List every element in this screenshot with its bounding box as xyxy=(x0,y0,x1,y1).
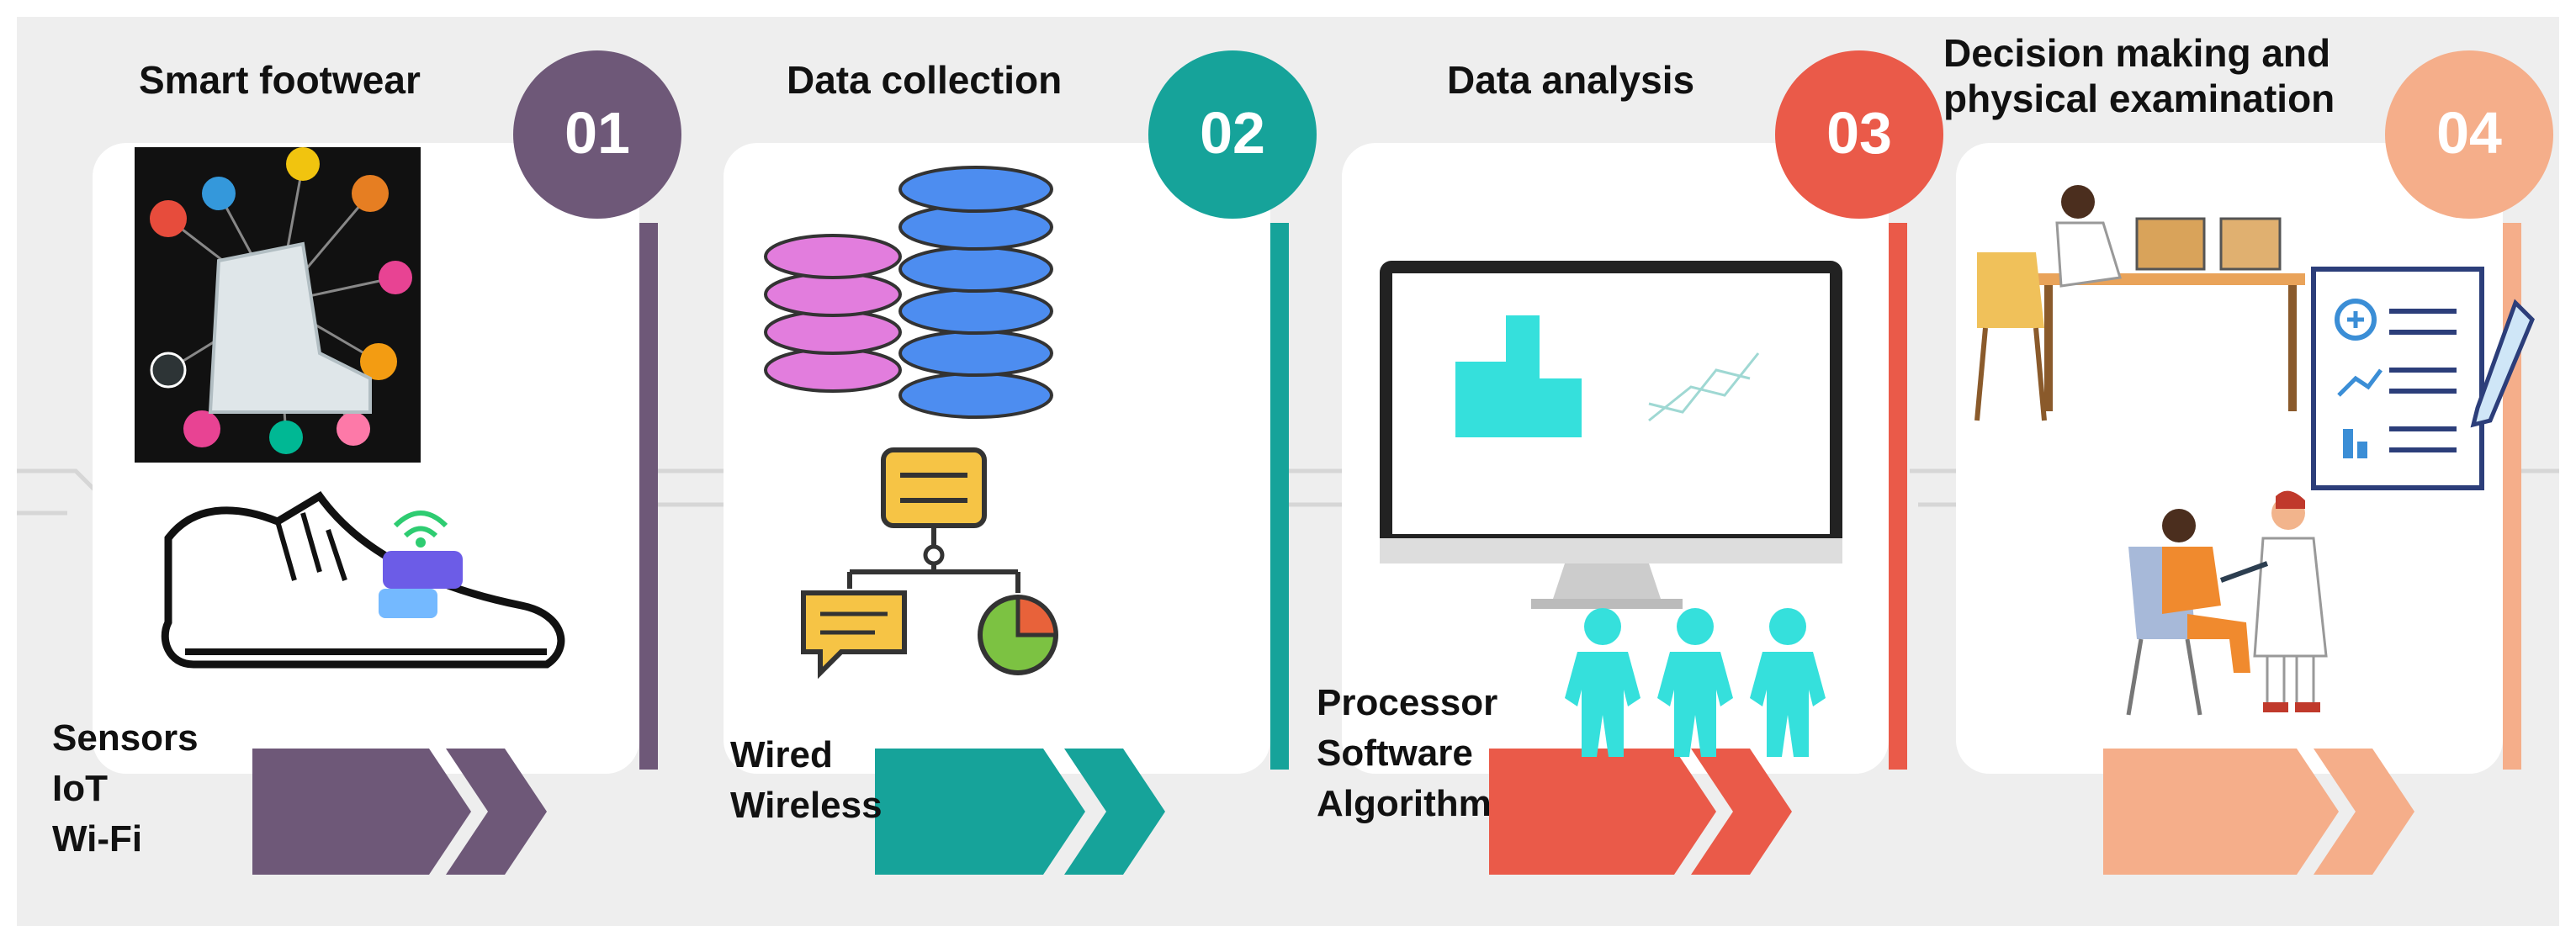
step-4-chevron-1 xyxy=(2103,749,2339,875)
step-3-side-bar xyxy=(1889,223,1907,770)
step-4-title-line-1: Decision making and xyxy=(1943,31,2331,75)
step-2-label-1: Wired xyxy=(730,734,833,775)
step-3-label-1: Processor xyxy=(1317,682,1498,723)
step-3-number-circle xyxy=(1775,50,1943,219)
step-3-label-3: Algorithm xyxy=(1317,783,1492,824)
step-1-label-2: IoT xyxy=(52,768,108,809)
step-3-chevron-2 xyxy=(1691,749,1792,875)
database-icon xyxy=(764,166,1058,680)
step-4-title-line-2: physical examination xyxy=(1943,77,2335,120)
step-2-chevron-1 xyxy=(875,749,1085,875)
step-2-labels: Wired Wireless xyxy=(730,730,883,831)
step-4-number-circle xyxy=(2385,50,2553,219)
step-2 xyxy=(724,50,1317,875)
step-3 xyxy=(1342,50,1943,875)
doctor-examination-icon xyxy=(1974,185,2535,716)
step-1-title: Smart footwear xyxy=(139,58,421,102)
step-4-number: 04 xyxy=(2436,100,2502,166)
smart-shoe-icon xyxy=(135,147,565,669)
step-4-title: Decision making and physical examination xyxy=(1943,30,2335,121)
step-2-number: 02 xyxy=(1200,100,1265,166)
step-1-labels: Sensors IoT Wi-Fi xyxy=(52,713,199,865)
step-1-label-3: Wi-Fi xyxy=(52,818,143,860)
step-3-chevron-1 xyxy=(1489,749,1716,875)
step-2-chevron-2 xyxy=(1064,749,1165,875)
step-1-side-bar xyxy=(639,223,658,770)
step-3-title: Data analysis xyxy=(1447,58,1695,102)
monitor-chart-icon xyxy=(1380,261,1842,757)
step-1-chevron-1 xyxy=(252,749,471,875)
step-3-number: 03 xyxy=(1826,100,1892,166)
step-3-label-2: Software xyxy=(1317,733,1473,774)
step-1-chevron-2 xyxy=(446,749,547,875)
step-4 xyxy=(1956,50,2553,875)
step-2-label-2: Wireless xyxy=(730,785,883,826)
step-2-number-circle xyxy=(1148,50,1317,219)
step-2-side-bar xyxy=(1270,223,1289,770)
step-1-number-circle xyxy=(513,50,681,219)
step-2-title: Data collection xyxy=(787,58,1063,102)
step-1-number: 01 xyxy=(564,100,630,166)
step-3-labels: Processor Software Algorithm xyxy=(1317,678,1497,829)
people-icon xyxy=(1565,608,1826,757)
step-4-chevron-2 xyxy=(2314,749,2414,875)
step-1-label-1: Sensors xyxy=(52,717,199,759)
step-1 xyxy=(93,50,681,875)
